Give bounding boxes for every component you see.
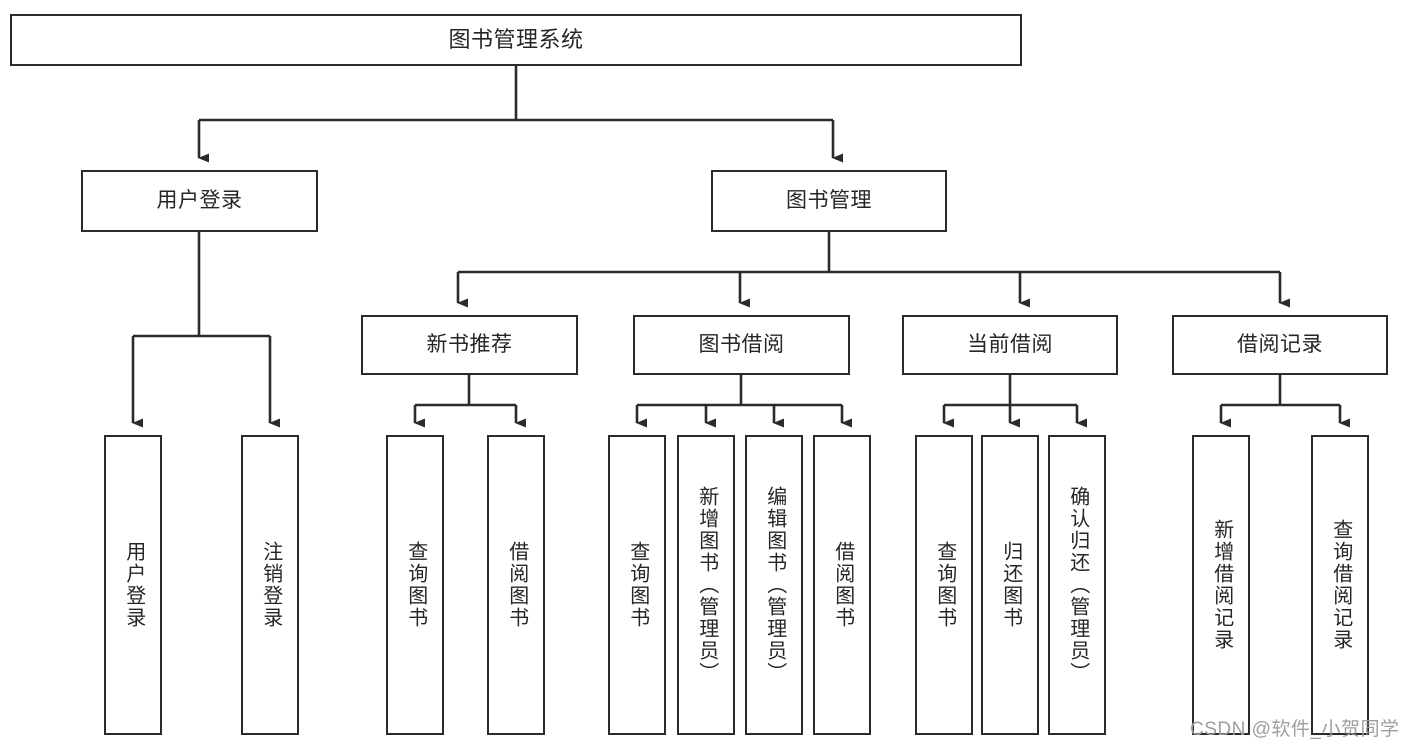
user-login-to-leaves-connector [131, 232, 280, 428]
node-root-label: 图书管理系统 [448, 26, 584, 52]
node-borrow-record[interactable]: 借阅记录 [1172, 315, 1388, 375]
node-book-borrow-label: 图书借阅 [698, 333, 785, 357]
book-borrow-to-leaves-connector [635, 375, 852, 428]
node-user-login[interactable]: 用户登录 [81, 170, 318, 232]
node-leaf-user-login-label: 用户登录 [122, 541, 145, 629]
node-borrow-record-label: 借阅记录 [1237, 333, 1323, 357]
node-leaf-return-book-label: 归还图书 [999, 541, 1022, 629]
node-leaf-user-logout-label: 注销登录 [259, 541, 282, 629]
node-leaf-edit-book-label: 编辑图书（管理员） [763, 486, 786, 684]
node-leaf-user-logout[interactable]: 注销登录 [241, 435, 299, 735]
node-leaf-query-book-2-label: 查询图书 [626, 541, 649, 629]
node-leaf-query-book-2[interactable]: 查询图书 [608, 435, 666, 735]
node-leaf-add-borrow-record-label: 新增借阅记录 [1210, 519, 1233, 651]
node-leaf-borrow-book-2[interactable]: 借阅图书 [813, 435, 871, 735]
node-leaf-query-borrow-record[interactable]: 查询借阅记录 [1311, 435, 1369, 735]
node-leaf-return-book[interactable]: 归还图书 [981, 435, 1039, 735]
node-leaf-confirm-return[interactable]: 确认归还（管理员） [1048, 435, 1106, 735]
node-book-manage[interactable]: 图书管理 [711, 170, 947, 232]
node-leaf-query-book-1-label: 查询图书 [404, 541, 427, 629]
node-book-borrow[interactable]: 图书借阅 [633, 315, 850, 375]
node-new-book-recommend-label: 新书推荐 [426, 333, 513, 357]
node-root[interactable]: 图书管理系统 [10, 14, 1022, 66]
node-leaf-add-book-label: 新增图书（管理员） [695, 486, 718, 684]
node-leaf-add-book[interactable]: 新增图书（管理员） [677, 435, 735, 735]
node-leaf-borrow-book-1-label: 借阅图书 [505, 541, 528, 629]
node-leaf-query-book-1[interactable]: 查询图书 [386, 435, 444, 735]
watermark: CSDN @软件_小贺同学 [1190, 719, 1400, 740]
current-borrow-to-leaves-connector [942, 375, 1087, 428]
node-leaf-query-book-3-label: 查询图书 [933, 541, 956, 629]
node-leaf-edit-book[interactable]: 编辑图书（管理员） [745, 435, 803, 735]
borrow-record-to-leaves-connector [1219, 375, 1350, 428]
node-current-borrow-label: 当前借阅 [967, 333, 1053, 357]
node-leaf-query-book-3[interactable]: 查询图书 [915, 435, 973, 735]
node-leaf-borrow-book-1[interactable]: 借阅图书 [487, 435, 545, 735]
node-user-login-label: 用户登录 [156, 189, 243, 213]
root-to-level2-connector [197, 66, 843, 163]
node-new-book-recommend[interactable]: 新书推荐 [361, 315, 578, 375]
node-leaf-add-borrow-record[interactable]: 新增借阅记录 [1192, 435, 1250, 735]
node-leaf-confirm-return-label: 确认归还（管理员） [1066, 486, 1089, 684]
book-manage-to-level3-connector [456, 232, 1290, 308]
node-leaf-user-login[interactable]: 用户登录 [104, 435, 162, 735]
new-book-recommend-to-leaves-connector [413, 375, 526, 428]
node-leaf-query-borrow-record-label: 查询借阅记录 [1329, 519, 1352, 651]
node-current-borrow[interactable]: 当前借阅 [902, 315, 1118, 375]
node-book-manage-label: 图书管理 [786, 189, 872, 213]
node-leaf-borrow-book-2-label: 借阅图书 [831, 541, 854, 629]
